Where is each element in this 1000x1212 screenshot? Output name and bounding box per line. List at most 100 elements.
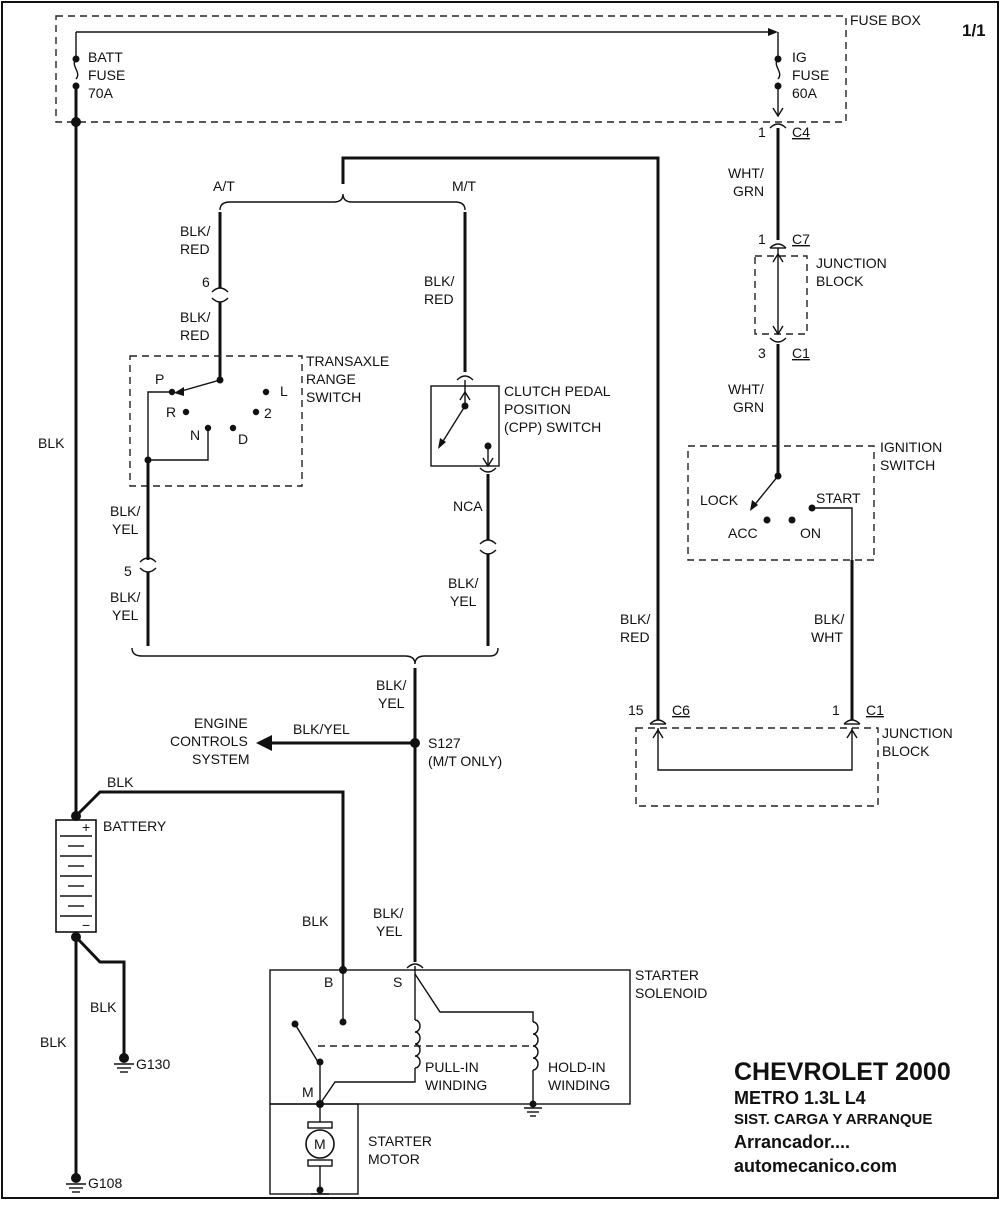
ig-fuse-label: IG (792, 49, 807, 65)
svg-text:START: START (816, 490, 861, 506)
ground-g108: G108 (88, 1175, 122, 1191)
branch-mt: M/T (452, 178, 477, 194)
transaxle-switch-label: TRANSAXLE (306, 353, 389, 369)
starter-solenoid-label: STARTER (635, 967, 699, 983)
svg-text:60A: 60A (792, 85, 818, 101)
junction-block-bottom-label: JUNCTION (882, 725, 953, 741)
svg-text:BLK: BLK (38, 435, 65, 451)
svg-text:3: 3 (758, 345, 766, 361)
system-name: SIST. CARGA Y ARRANQUE (734, 1111, 932, 1128)
ig-fuse-symbol (775, 58, 781, 80)
svg-text:WINDING: WINDING (548, 1077, 610, 1093)
svg-text:BLOCK: BLOCK (816, 273, 864, 289)
blk-battery-to-b (74, 790, 345, 970)
svg-text:BLK/: BLK/ (424, 273, 454, 289)
connector-c7: C7 (792, 231, 810, 247)
battery-label: BATTERY (103, 818, 167, 834)
junction-block-top (754, 255, 808, 335)
svg-text:SWITCH: SWITCH (306, 389, 361, 405)
svg-text:1: 1 (758, 124, 766, 140)
fuse-box-outline (55, 15, 847, 123)
ignition-switch-label: IGNITION (880, 439, 942, 455)
svg-text:BLK: BLK (107, 774, 134, 790)
svg-text:BLK/: BLK/ (448, 575, 478, 591)
svg-text:RANGE: RANGE (306, 371, 356, 387)
cpp-switch: BLK/ RED CLUTCH PEDAL POSITION (CPP) SWI… (424, 212, 611, 646)
cpp-switch-label: CLUTCH PEDAL (504, 383, 611, 399)
at-mt-brace (219, 193, 466, 211)
svg-text:+: + (82, 819, 90, 835)
starter-motor: M STARTER MOTOR (269, 1103, 432, 1199)
svg-text:2: 2 (264, 405, 272, 421)
ignition-switch (687, 445, 875, 561)
page-number: 1/1 (962, 21, 986, 40)
svg-text:WHT: WHT (811, 629, 843, 645)
title: CHEVROLET 2000 (734, 1058, 951, 1086)
svg-text:BLK/: BLK/ (110, 503, 140, 519)
svg-text:D: D (238, 431, 248, 447)
svg-text:YEL: YEL (450, 593, 477, 609)
model: METRO 1.3L L4 (734, 1088, 866, 1108)
batt-fuse-label: BATT (88, 49, 123, 65)
ground-g130: G130 (136, 1056, 170, 1072)
svg-text:BLK: BLK (90, 999, 117, 1015)
svg-text:BLK/YEL: BLK/YEL (293, 721, 350, 737)
svg-text:RED: RED (180, 241, 210, 257)
svg-text:ON: ON (800, 525, 821, 541)
svg-text:BLK/: BLK/ (620, 611, 650, 627)
svg-text:RED: RED (424, 291, 454, 307)
svg-text:RED: RED (180, 327, 210, 343)
svg-text:BLK/: BLK/ (110, 589, 140, 605)
arrow-to-engine-controls (256, 735, 272, 751)
svg-text:BLK/: BLK/ (373, 905, 403, 921)
transaxle-range-switch: BLK/ RED 6 BLK/ RED TRANSAXLE RANGE SWIT… (110, 212, 389, 646)
svg-text:SYSTEM: SYSTEM (192, 751, 250, 767)
svg-text:YEL: YEL (376, 923, 403, 939)
pin-6: 6 (202, 274, 210, 290)
svg-text:POSITION: POSITION (504, 401, 571, 417)
svg-text:B: B (324, 974, 333, 990)
motor-symbol (305, 1129, 335, 1159)
svg-text:70A: 70A (88, 85, 114, 101)
svg-text:−: − (82, 917, 90, 933)
svg-text:BLK/: BLK/ (180, 223, 210, 239)
svg-text:L: L (280, 383, 288, 399)
svg-text:GRN: GRN (733, 399, 764, 415)
svg-text:FUSE: FUSE (792, 67, 829, 83)
hold-in-coil (532, 1021, 539, 1071)
fuse-box-label: FUSE BOX (850, 12, 921, 28)
svg-text:WHT/: WHT/ (728, 381, 764, 397)
svg-text:GRN: GRN (733, 183, 764, 199)
transaxle-switch-outline (129, 355, 303, 487)
svg-text:RED: RED (620, 629, 650, 645)
svg-text:NCA: NCA (453, 498, 483, 514)
svg-text:BLK: BLK (40, 1034, 67, 1050)
svg-text:SOLENOID: SOLENOID (635, 985, 707, 1001)
svg-text:N: N (190, 427, 200, 443)
hold-in-label: HOLD-IN (548, 1059, 606, 1075)
title-block: CHEVROLET 2000 METRO 1.3L L4 SIST. CARGA… (734, 1058, 951, 1176)
svg-text:CONTROLS: CONTROLS (170, 733, 248, 749)
junction-block-top-label: JUNCTION (816, 255, 887, 271)
svg-text:1: 1 (758, 231, 766, 247)
connector-c1-bottom: C1 (866, 702, 884, 718)
merge-brace (131, 647, 499, 665)
pin-5: 5 (124, 563, 132, 579)
batt-fuse-symbol (73, 58, 79, 80)
svg-text:YEL: YEL (378, 695, 405, 711)
connector-c1-top: C1 (792, 345, 810, 361)
svg-text:(M/T ONLY): (M/T ONLY) (428, 753, 502, 769)
section-name: Arrancador.... (734, 1132, 850, 1152)
junction-block-bottom (635, 727, 879, 807)
svg-text:LOCK: LOCK (700, 492, 739, 508)
starter-motor-label: STARTER (368, 1133, 432, 1149)
svg-text:15: 15 (628, 702, 644, 718)
connector-c6: C6 (672, 702, 690, 718)
svg-text:BLK: BLK (302, 913, 329, 929)
connector-c4: C4 (792, 124, 810, 140)
fuse-box: FUSE BOX BATT FUSE 70A IG FUSE 60A (55, 12, 921, 123)
svg-text:WHT/: WHT/ (728, 165, 764, 181)
svg-text:FUSE: FUSE (88, 67, 125, 83)
engine-controls-label: ENGINE (194, 715, 248, 731)
